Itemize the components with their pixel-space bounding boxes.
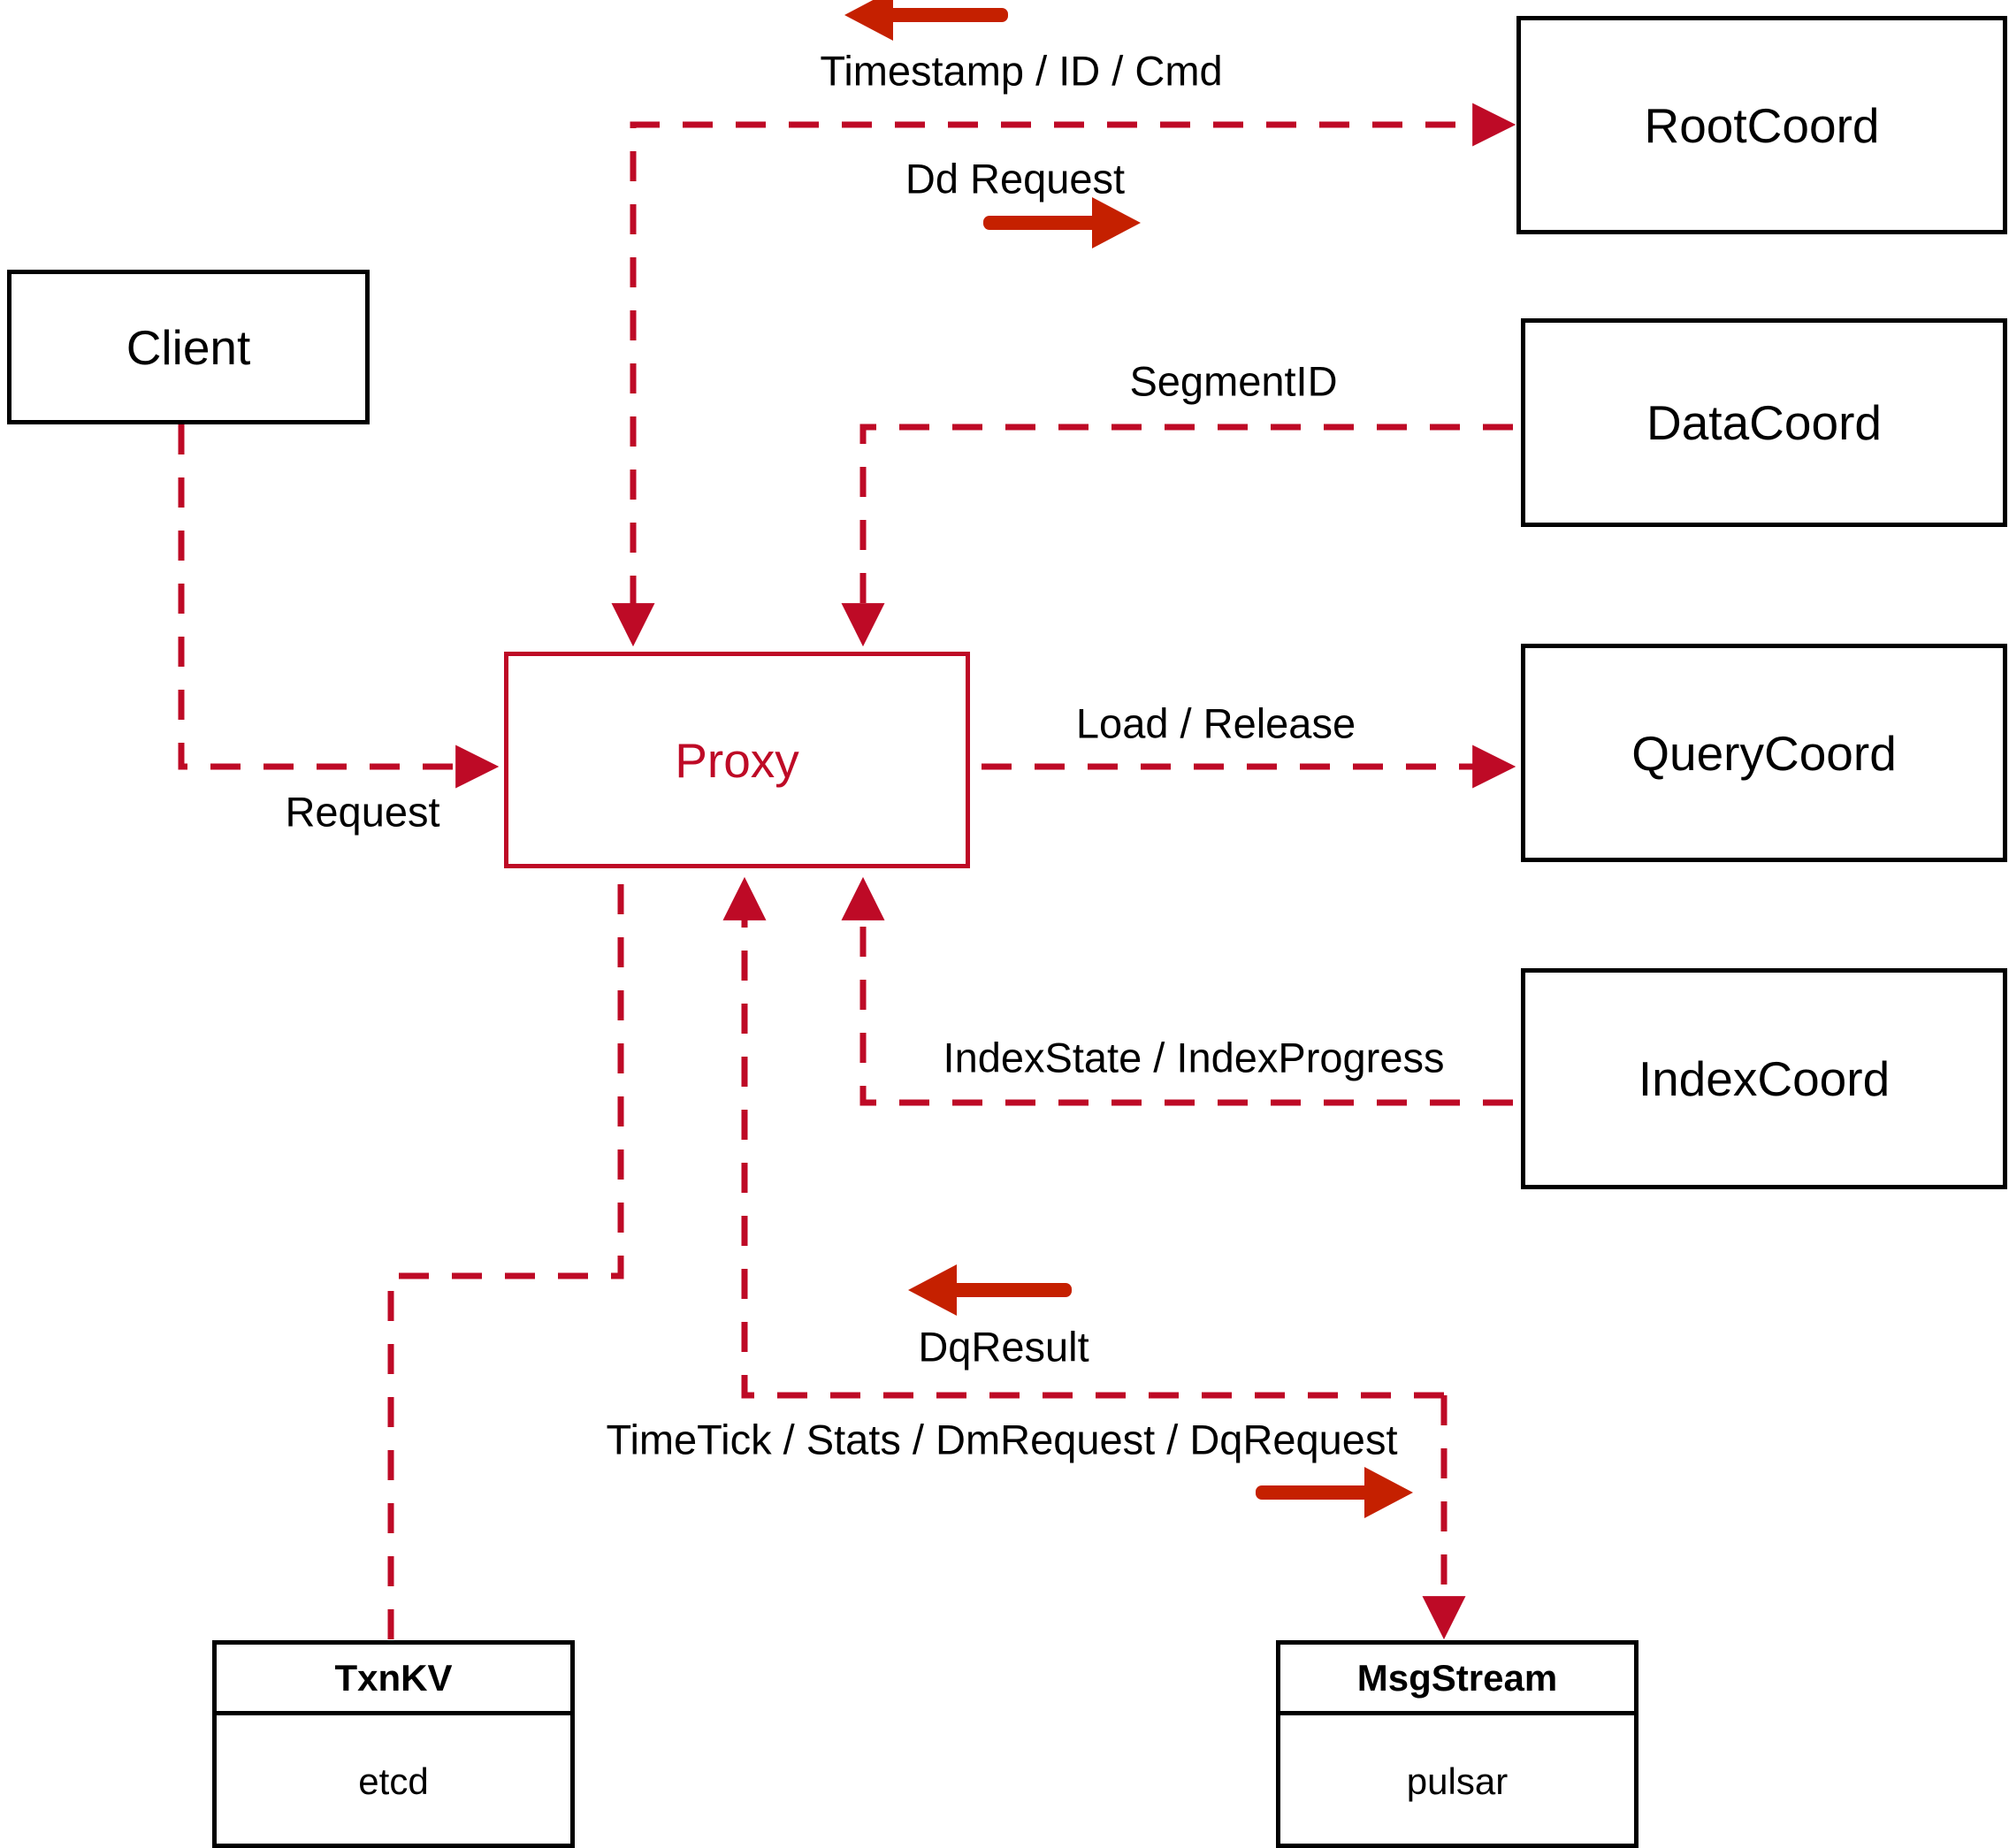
node-datacoord-label: DataCoord — [1646, 395, 1882, 450]
edge-label-dd-request: Dd Request — [905, 155, 1126, 202]
edge-msgstream-to-proxy — [722, 876, 1444, 1399]
node-txnkv-body: etcd — [358, 1760, 429, 1802]
edge-client-to-proxy — [178, 424, 500, 789]
edge-label-load-release: Load / Release — [1075, 699, 1356, 747]
edge-label-segment-id: SegmentID — [1129, 357, 1338, 405]
node-msgstream[interactable]: MsgStream pulsar — [1276, 1640, 1639, 1848]
direction-arrow-timetick — [1256, 1467, 1413, 1518]
node-rootcoord[interactable]: RootCoord — [1516, 16, 2007, 234]
node-indexcoord[interactable]: IndexCoord — [1521, 968, 2007, 1189]
direction-arrow-dd-request — [983, 197, 1141, 248]
node-querycoord-label: QueryCoord — [1631, 725, 1897, 781]
node-indexcoord-label: IndexCoord — [1638, 1051, 1891, 1106]
direction-arrow-dq-result — [908, 1264, 1072, 1316]
node-txnkv-title: TxnKV — [217, 1645, 570, 1715]
edge-proxy-to-txnkv — [387, 884, 624, 1640]
node-txnkv[interactable]: TxnKV etcd — [212, 1640, 575, 1848]
edge-label-timestamp-id-cmd: Timestamp / ID / Cmd — [820, 47, 1223, 95]
edge-datacoord-to-proxy — [841, 424, 1513, 647]
node-proxy-label: Proxy — [675, 732, 799, 788]
node-msgstream-title: MsgStream — [1280, 1645, 1634, 1715]
node-msgstream-body: pulsar — [1406, 1760, 1509, 1802]
node-rootcoord-label: RootCoord — [1644, 97, 1880, 153]
edge-label-timetick-stats-dm-dq: TimeTick / Stats / DmRequest / DqRequest — [606, 1416, 1398, 1463]
edge-label-index-state-progress: IndexState / IndexProgress — [943, 1034, 1445, 1081]
node-client-label: Client — [126, 319, 251, 375]
edge-label-request: Request — [285, 788, 440, 836]
node-datacoord[interactable]: DataCoord — [1521, 318, 2007, 527]
node-client[interactable]: Client — [7, 270, 370, 424]
node-proxy[interactable]: Proxy — [504, 652, 970, 868]
node-querycoord[interactable]: QueryCoord — [1521, 644, 2007, 862]
direction-arrow-timestamp — [844, 0, 1008, 41]
edge-label-dq-result: DqResult — [918, 1323, 1089, 1371]
